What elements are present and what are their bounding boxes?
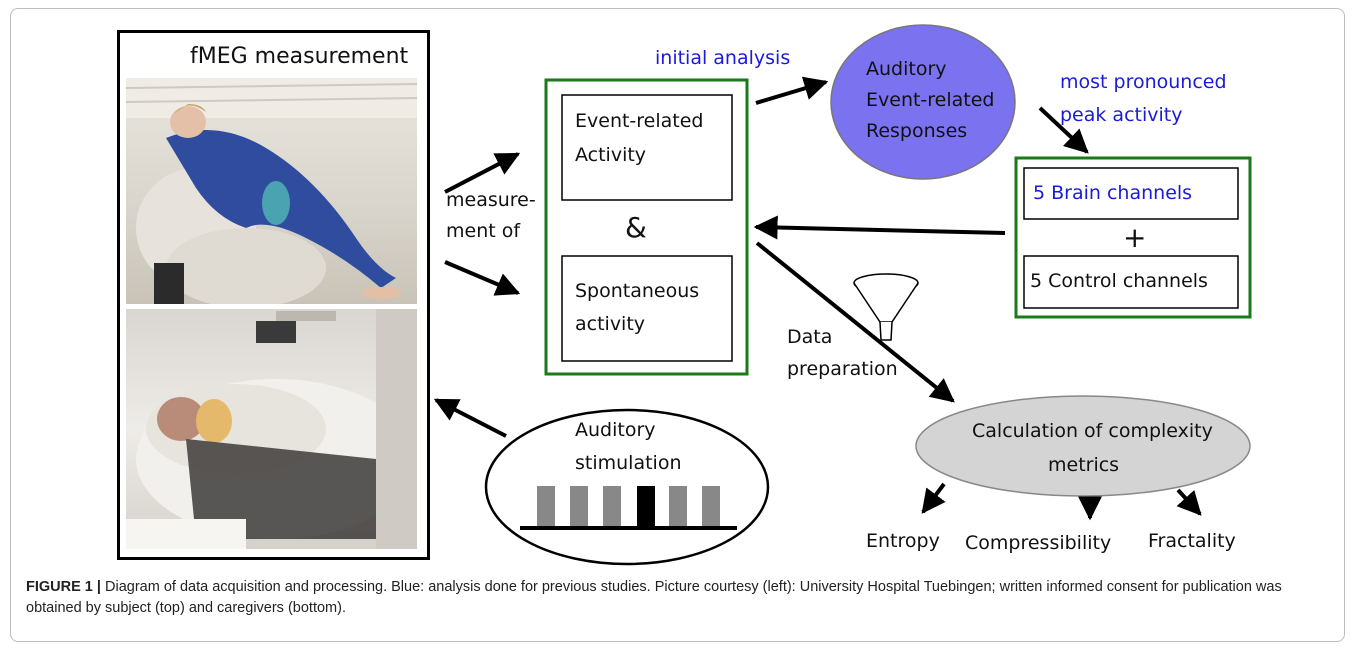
erp-line-3: Responses [866, 120, 968, 142]
auditory-stimulation-line-1: Auditory [575, 419, 656, 441]
arrow-to-channels [1038, 106, 1089, 154]
control-channels-label: 5 Control channels [1030, 270, 1208, 292]
initial-analysis-label: initial analysis [655, 47, 791, 69]
activity-green-box [544, 78, 749, 376]
ampersand-label: & [625, 211, 647, 244]
event-related-box [561, 94, 733, 201]
arrow-channels-to-activity [753, 215, 1006, 240]
most-pronounced-line-1: most pronounced [1060, 71, 1227, 93]
caption-label: FIGURE 1 [26, 579, 93, 595]
calculation-ellipse [915, 395, 1251, 497]
auditory-stimulation-ellipse [484, 408, 770, 566]
arrow-to-fractality [1176, 488, 1202, 516]
spontaneous-line-1: Spontaneous [575, 280, 700, 302]
event-related-line-1: Event-related [575, 110, 704, 132]
photo-adult-measurement [126, 78, 417, 304]
data-preparation-line-1: Data [787, 326, 833, 348]
most-pronounced-line-2: peak activity [1060, 104, 1183, 126]
photo-infant-measurement [126, 309, 417, 549]
channels-green-box [1014, 156, 1252, 319]
arrow-to-spontaneous [444, 260, 521, 296]
event-related-line-2: Activity [575, 144, 647, 166]
measurement-of-line-1: measure- [446, 189, 536, 211]
caption-separator: | [96, 579, 101, 595]
output-compressibility: Compressibility [965, 532, 1112, 554]
erp-line-2: Event-related [866, 89, 995, 111]
control-channels-box [1023, 255, 1239, 309]
figure-frame [10, 8, 1345, 642]
plus-label: + [1123, 221, 1147, 254]
funnel-icon [853, 273, 919, 341]
data-preparation-line-2: preparation [787, 358, 898, 380]
auditory-erp-ellipse [830, 24, 1016, 180]
calculation-line-1: Calculation of complexity [972, 420, 1213, 442]
arrow-to-entropy [921, 482, 946, 514]
arrow-to-erp [755, 76, 829, 105]
spontaneous-box [561, 255, 733, 362]
spontaneous-line-2: activity [575, 313, 646, 335]
measurement-of-line-2: ment of [446, 220, 521, 242]
calculation-line-2: metrics [1048, 454, 1120, 476]
arrow-to-photo [433, 398, 507, 438]
caption-text: Diagram of data acquisition and processi… [26, 579, 1282, 616]
erp-line-1: Auditory [866, 58, 947, 80]
figure-caption: FIGURE 1 | Diagram of data acquisition a… [26, 577, 1331, 619]
output-entropy: Entropy [866, 530, 940, 552]
output-fractality: Fractality [1148, 530, 1236, 552]
stimulation-bars [520, 486, 737, 530]
arrow-to-event [444, 152, 521, 194]
auditory-stimulation-line-2: stimulation [575, 452, 682, 474]
arrow-to-calculation [755, 241, 955, 403]
brain-channels-box [1023, 167, 1239, 220]
photo-panel-title: fMEG measurement [190, 44, 409, 69]
brain-channels-label: 5 Brain channels [1033, 182, 1193, 204]
